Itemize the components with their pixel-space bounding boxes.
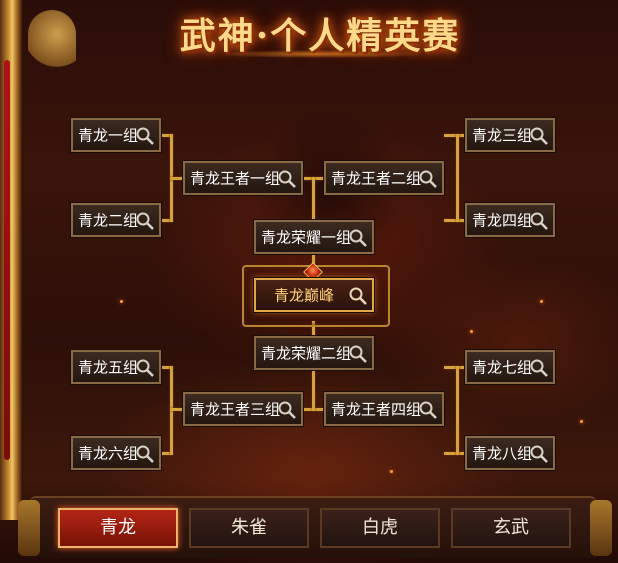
node-label: 青龙三组 [472,126,533,145]
bracket-line [444,219,466,222]
magnifier-icon [136,212,154,230]
node-label: 青龙王者三组 [190,400,281,419]
bracket-line [312,370,315,411]
node-label: 青龙巅峰 [274,286,335,305]
bracket-node-king-4[interactable]: 青龙王者四组 [323,391,445,427]
bracket-line [312,177,315,219]
ember [540,300,543,303]
bracket-line [312,253,315,267]
tab-xuanwu[interactable]: 玄武 [451,508,571,548]
magnifier-icon [419,170,437,188]
node-label: 青龙六组 [78,444,139,463]
page-title: 武神·个人精英赛 [179,15,461,57]
node-label: 青龙五组 [78,358,139,377]
bracket-line [170,177,184,180]
ember [120,300,123,303]
bracket-line [161,452,173,455]
node-label: 青龙荣耀二组 [261,344,352,363]
bracket-node-group-6[interactable]: 青龙六组 [70,435,162,471]
bracket-line [444,452,466,455]
node-label: 青龙七组 [472,358,533,377]
tab-bar-right-ornament [590,500,612,556]
bracket-line [444,134,466,137]
tab-baihu[interactable]: 白虎 [320,508,440,548]
magnifier-icon [419,401,437,419]
bracket-node-group-3[interactable]: 青龙三组 [464,117,556,153]
node-label: 青龙八组 [472,444,533,463]
magnifier-icon [530,212,548,230]
bracket-node-group-7[interactable]: 青龙七组 [464,349,556,385]
node-label: 青龙王者四组 [331,400,422,419]
bracket-node-king-3[interactable]: 青龙王者三组 [182,391,304,427]
bracket-line [312,321,315,336]
node-label: 青龙荣耀一组 [261,228,352,247]
bracket-line [444,366,466,369]
bracket-node-honor-1[interactable]: 青龙荣耀一组 [253,219,375,255]
bracket-node-king-2[interactable]: 青龙王者二组 [323,160,445,196]
bracket-line [170,408,184,411]
bracket-node-king-1[interactable]: 青龙王者一组 [182,160,304,196]
bracket-node-group-2[interactable]: 青龙二组 [70,202,162,238]
bracket-line [161,134,173,137]
magnifier-icon [530,445,548,463]
magnifier-icon [136,127,154,145]
magnifier-icon [136,445,154,463]
pillar-core [4,60,10,460]
tab-zhuque[interactable]: 朱雀 [189,508,309,548]
node-label: 青龙王者二组 [331,169,422,188]
bracket-node-group-1[interactable]: 青龙一组 [70,117,162,153]
node-label: 青龙二组 [78,211,139,230]
magnifier-icon [349,287,367,305]
node-label: 青龙王者一组 [190,169,281,188]
node-label: 青龙四组 [472,211,533,230]
bracket-line [161,219,173,222]
bracket-line [161,366,173,369]
bracket-node-honor-2[interactable]: 青龙荣耀二组 [253,335,375,371]
golden-statue-icon [28,10,76,70]
node-label: 青龙一组 [78,126,139,145]
title-glow [170,48,470,60]
bracket-node-group-8[interactable]: 青龙八组 [464,435,556,471]
bracket-node-final[interactable]: 青龙巅峰 [253,277,375,313]
magnifier-icon [136,359,154,377]
bracket-line [456,134,459,222]
ember [580,420,583,423]
magnifier-icon [349,345,367,363]
magnifier-icon [530,127,548,145]
magnifier-icon [530,359,548,377]
ember [390,470,393,473]
magnifier-icon [278,401,296,419]
left-golden-pillar [0,0,23,520]
ember [470,330,473,333]
bracket-node-group-5[interactable]: 青龙五组 [70,349,162,385]
magnifier-icon [349,229,367,247]
bracket-line [456,366,459,455]
magnifier-icon [278,170,296,188]
bracket-node-group-4[interactable]: 青龙四组 [464,202,556,238]
tab-qinglong[interactable]: 青龙 [58,508,178,548]
tab-bar-left-ornament [18,500,40,556]
